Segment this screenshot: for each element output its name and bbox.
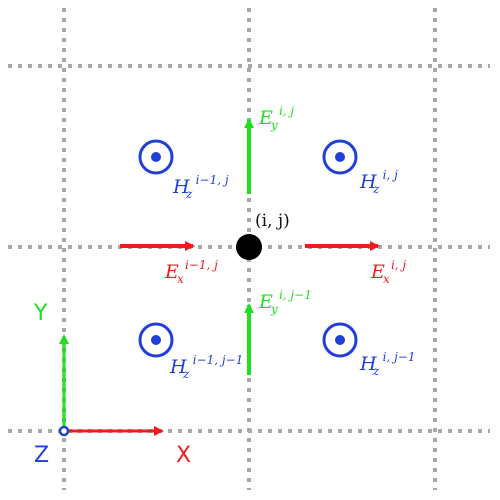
hz-field-top-right: H i, j z — [322, 139, 398, 196]
grid-node: (i, j) — [236, 211, 290, 260]
out-of-page-dot-icon — [151, 152, 161, 162]
svg-text:z: z — [185, 187, 193, 201]
svg-text:E i, j−1: E i, j−1 — [258, 288, 312, 313]
svg-text:H i−1, j−1: H i−1, j−1 — [169, 353, 243, 378]
svg-text:E i, j: E i, j — [370, 258, 406, 283]
out-of-page-dot-icon — [335, 152, 345, 162]
svg-text:y: y — [270, 118, 278, 132]
out-of-page-circle-icon — [322, 322, 358, 358]
ey-field-bottom: E i, j−1 y — [244, 288, 312, 375]
svg-text:x: x — [383, 272, 390, 286]
ex-field-left: E i−1, j x — [120, 241, 218, 286]
svg-text:z: z — [372, 364, 380, 378]
svg-text:H i, j−1: H i, j−1 — [359, 350, 416, 375]
svg-text:y: y — [270, 302, 278, 316]
out-of-page-circle-icon — [322, 139, 358, 175]
svg-text:z: z — [182, 367, 190, 381]
out-of-page-circle-icon — [138, 322, 174, 358]
svg-text:z: z — [372, 182, 380, 196]
svg-text:H i−1, j: H i−1, j — [172, 173, 229, 198]
out-of-page-circle-icon — [138, 139, 174, 175]
node-dot — [236, 234, 262, 260]
coordinate-axes: Y X Z — [33, 301, 191, 468]
hz-field-bottom-right: H i, j−1 z — [322, 322, 416, 378]
y-axis-label: Y — [33, 301, 48, 326]
ey-field-top: E i, j y — [244, 104, 294, 194]
svg-text:E i−1, j: E i−1, j — [164, 258, 218, 283]
hz-field-top-left: H i−1, j z — [138, 139, 229, 201]
svg-text:H i, j: H i, j — [359, 168, 398, 193]
hz-field-bottom-left: H i−1, j−1 z — [138, 322, 243, 381]
out-of-page-dot-icon — [151, 335, 161, 345]
z-axis-origin-icon — [58, 425, 70, 437]
out-of-page-dot-icon — [335, 335, 345, 345]
svg-text:E i, j: E i, j — [258, 104, 294, 129]
z-axis-label: Z — [34, 443, 49, 468]
node-label: (i, j) — [255, 211, 290, 231]
x-axis-label: X — [176, 443, 191, 468]
ex-field-right: E i, j x — [305, 241, 406, 286]
svg-text:x: x — [177, 272, 184, 286]
